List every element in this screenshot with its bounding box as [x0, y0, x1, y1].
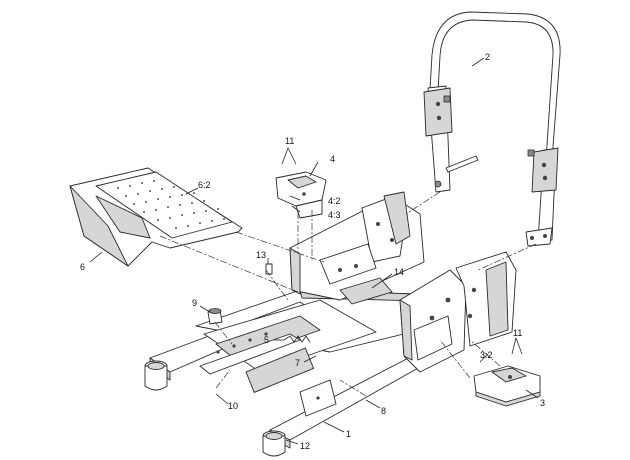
callout-4-3: 4:3: [328, 210, 341, 220]
callout-2: 2: [485, 52, 490, 62]
roll-bar: [423, 11, 561, 247]
seat-bracket: [275, 171, 327, 219]
bolt-part-13: [265, 263, 273, 275]
front-bracket: [473, 365, 541, 407]
part-14-label-panel: [339, 277, 393, 305]
callout-13: 13: [256, 250, 266, 260]
callout-8: 8: [381, 406, 386, 416]
callout-14: 14: [394, 267, 404, 277]
callout-12: 12: [300, 441, 310, 451]
callout-11-top: 11: [285, 136, 294, 146]
callout-11-right: 11: [513, 328, 522, 338]
callout-4-2: 4:2: [328, 196, 341, 206]
bumper-part-9: [207, 308, 223, 325]
callouts: 2 11 4 4:2 4:3 6:2 6 13 14 9 5 11 3:2 7 …: [80, 52, 545, 451]
callout-7: 7: [295, 358, 300, 368]
spring-part-5: [283, 335, 311, 343]
footrest-plate: [69, 167, 243, 267]
callout-6: 6: [80, 262, 85, 272]
callout-6-2: 6:2: [198, 180, 211, 190]
callout-5: 5: [264, 335, 269, 345]
leader-lines: [89, 57, 539, 445]
callout-9: 9: [192, 298, 197, 308]
callout-1: 1: [346, 429, 351, 439]
callout-3-2: 3:2: [480, 350, 493, 360]
callout-4: 4: [330, 154, 335, 164]
callout-10: 10: [228, 401, 238, 411]
callout-3: 3: [540, 398, 545, 408]
alignment-lines: [159, 191, 537, 397]
